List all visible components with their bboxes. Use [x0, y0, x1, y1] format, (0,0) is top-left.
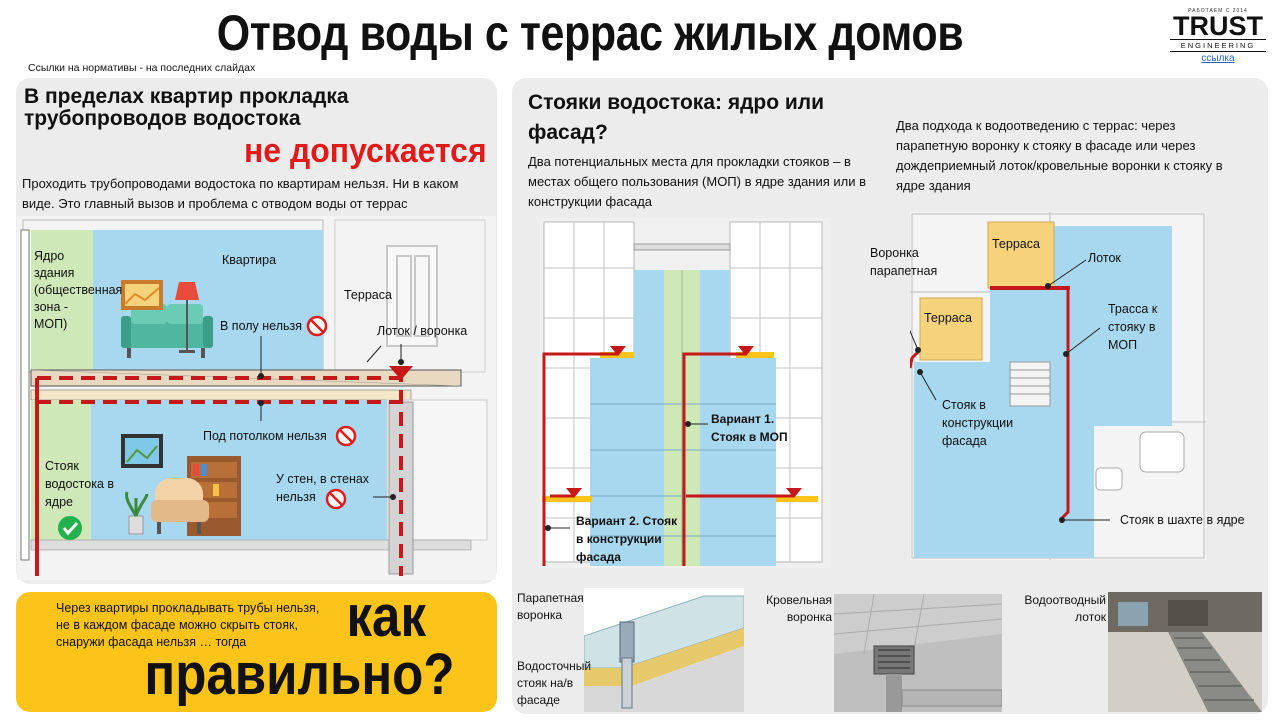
floor-plan-diagram — [910, 212, 1206, 560]
callout-box — [16, 592, 497, 712]
label-apartment: Квартира — [222, 253, 277, 267]
parapet-funnel-photo — [584, 588, 744, 712]
label-floor-no: В полу нельзя — [220, 319, 303, 333]
links-note: Ссылки на нормативы - на последних слайд… — [28, 62, 256, 74]
logo-brand: TRUST — [1173, 11, 1263, 41]
core-zone-upper — [31, 230, 93, 370]
drain-tray-photo — [1108, 592, 1262, 712]
left-heading: В пределах квартир прокладка трубопровод… — [24, 85, 349, 130]
funnel-icon — [389, 366, 413, 380]
label-photo-parapet: Парапетная воронка — [517, 591, 584, 622]
label-riser-facade: Стояк в конструкции фасада — [942, 398, 1014, 448]
logo-sub: ENGINEERING — [1180, 41, 1256, 50]
page-title: Отвод воды с террас жилых домов — [216, 5, 964, 61]
lamp-icon — [175, 282, 199, 353]
logo-divider — [1170, 39, 1266, 40]
picture-icon — [121, 280, 163, 310]
right-heading: Стояки водостока: ядро или фасад? — [528, 91, 825, 144]
label-variant1: Вариант 1. Стояк в МОП — [711, 412, 788, 444]
logo-link[interactable]: ссылка — [1201, 53, 1235, 64]
label-photo-downpipe: Водосточный стояк на/в фасаде — [517, 659, 592, 707]
right-description: Два потенциальных места для прокладки ст… — [528, 154, 867, 209]
label-terrace: Терраса — [344, 288, 392, 302]
check-icon — [58, 516, 82, 540]
label-route: Трасса к стояку в МОП — [1108, 302, 1158, 352]
label-parapet-funnel: Воронка парапетная — [870, 246, 938, 278]
left-heading-red: не допускается — [244, 132, 487, 170]
label-variant2: Вариант 2. Стояк в конструкции фасада — [576, 514, 678, 564]
plant-icon — [125, 491, 149, 535]
label-terrace-left: Терраса — [924, 311, 972, 325]
brand-logo: РАБОТАЕМ С 2014 TRUST ENGINEERING ссылка — [1166, 8, 1270, 68]
label-riser-shaft: Стояк в шахте в ядре — [1120, 513, 1245, 527]
label-tray: Лоток / воронка — [377, 324, 468, 338]
label-riser-core: Стояк водостока в ядре — [45, 459, 115, 509]
apartment-section-diagram — [17, 216, 496, 580]
armchair-icon — [151, 478, 209, 534]
label-terrace-top: Терраса — [992, 237, 1040, 251]
no-entry-icon — [306, 315, 328, 337]
label-tray-plan: Лоток — [1088, 251, 1121, 265]
label-core: Ядро здания (общественная зона - МОП) — [34, 249, 123, 331]
logo-since: РАБОТАЕМ С 2014 — [1188, 8, 1248, 14]
callout-text: Через квартиры прокладывать трубы нельзя… — [56, 601, 320, 649]
right-description-2: Два подхода к водоотведению с террас: че… — [896, 118, 1223, 193]
roof-funnel-photo — [834, 594, 1002, 712]
left-description: Проходить трубопроводами водостока по кв… — [22, 176, 459, 211]
picture-icon-2 — [121, 434, 163, 468]
label-ceiling-no: Под потолком нельзя — [203, 429, 327, 443]
no-entry-icon-2 — [335, 425, 357, 447]
label-photo-tray: Водоотводный лоток — [1024, 593, 1106, 624]
building-section-diagram — [540, 218, 830, 568]
logo-divider-2 — [1170, 51, 1266, 52]
no-entry-icon-3 — [325, 488, 347, 510]
label-walls-no: У стен, в стенах нельзя — [276, 472, 370, 504]
label-photo-roof: Кровельная воронка — [766, 593, 832, 624]
core-zone-lower — [31, 400, 91, 540]
callout-question: как правильно? — [144, 584, 455, 707]
